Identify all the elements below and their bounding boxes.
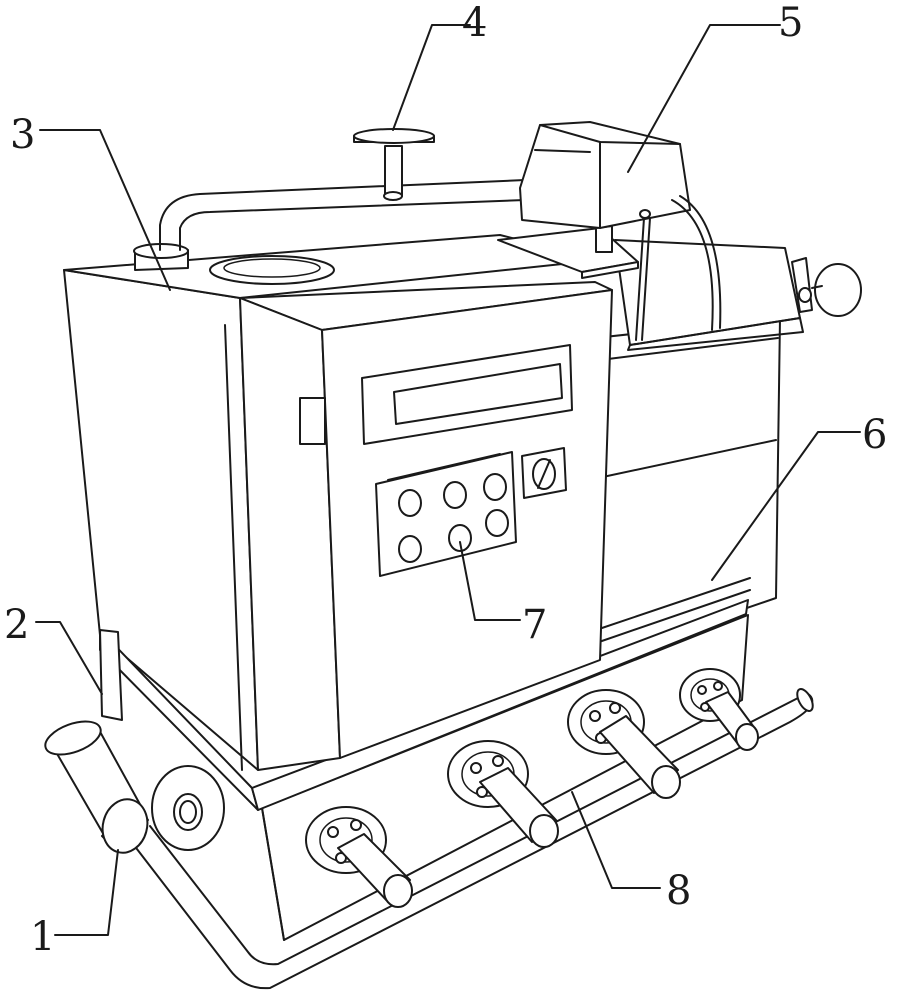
label-1: 1: [30, 914, 55, 960]
side-knob: [791, 257, 862, 317]
cabinet-latch: [299, 397, 326, 445]
label-4: 4: [462, 0, 487, 46]
leader-lines: [35, 24, 861, 936]
outlet-nozzle: [679, 668, 759, 751]
top-pipe: [159, 179, 526, 251]
outlet-nozzle: [305, 806, 413, 908]
label-8: 8: [666, 868, 691, 914]
push-button: [398, 473, 509, 563]
outlet-nozzle: [447, 740, 559, 848]
rotary-switch: [521, 447, 567, 499]
label-5: 5: [778, 0, 803, 46]
outlet-nozzle: [567, 689, 681, 799]
base-pipe: [129, 688, 814, 990]
label-2: 2: [4, 602, 29, 648]
label-6: 6: [862, 412, 887, 458]
label-7: 7: [522, 602, 547, 648]
motor-unit: [497, 121, 722, 341]
inlet-pipe: [44, 720, 225, 854]
display-screen: [361, 344, 573, 445]
right-box: [594, 239, 804, 661]
valve: [353, 128, 435, 201]
support-ledge: [99, 599, 749, 811]
top-fittings: [133, 243, 335, 285]
label-3: 3: [10, 112, 35, 158]
